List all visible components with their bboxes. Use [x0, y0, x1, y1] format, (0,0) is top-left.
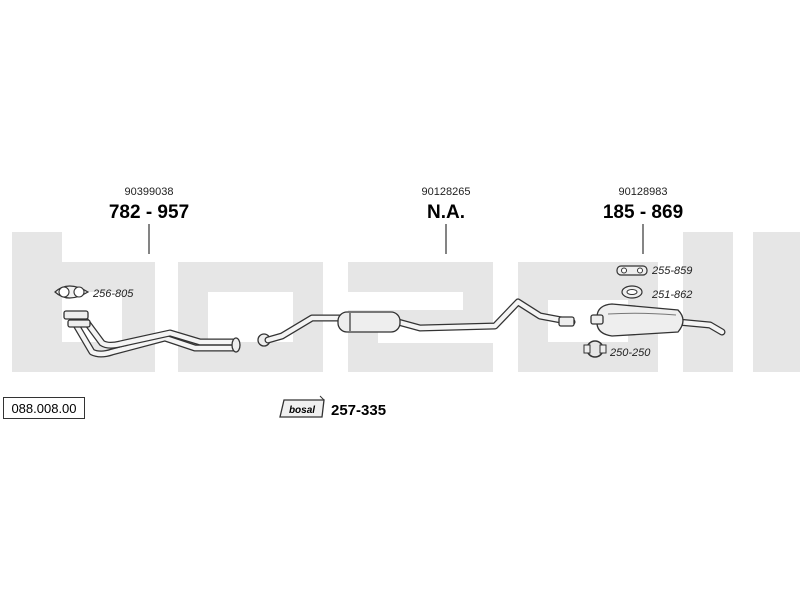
- kit-code[interactable]: 257-335: [331, 402, 386, 419]
- accessory-code-255-859[interactable]: 255-859: [651, 265, 692, 277]
- hanger-ring-icon: [621, 285, 643, 299]
- rear-silencer-drawing[interactable]: [590, 303, 726, 337]
- bosal-kit-logo: bosal: [279, 395, 325, 418]
- gasket-icon: [54, 285, 90, 299]
- rubber-mount-icon: [616, 265, 648, 276]
- bosal-watermark: [12, 232, 800, 372]
- clamp-icon: [583, 340, 607, 358]
- part-number-2[interactable]: N.A.: [427, 202, 465, 223]
- part-number-3[interactable]: 185 - 869: [603, 202, 683, 223]
- oe-number-2: 90128265: [422, 186, 471, 198]
- oe-number-1: 90399038: [125, 186, 174, 198]
- diagram-reference-number: 088.008.00: [3, 397, 85, 419]
- accessory-code-251-862[interactable]: 251-862: [651, 289, 692, 301]
- oe-number-3: 90128983: [619, 186, 668, 198]
- center-pipe-drawing[interactable]: [257, 298, 576, 347]
- accessory-code-250-250[interactable]: 250-250: [609, 347, 651, 359]
- front-pipe-drawing[interactable]: [63, 310, 241, 358]
- part-number-1[interactable]: 782 - 957: [109, 202, 189, 223]
- kit-logo-text: bosal: [289, 405, 315, 416]
- accessory-code-256-805[interactable]: 256-805: [92, 288, 134, 300]
